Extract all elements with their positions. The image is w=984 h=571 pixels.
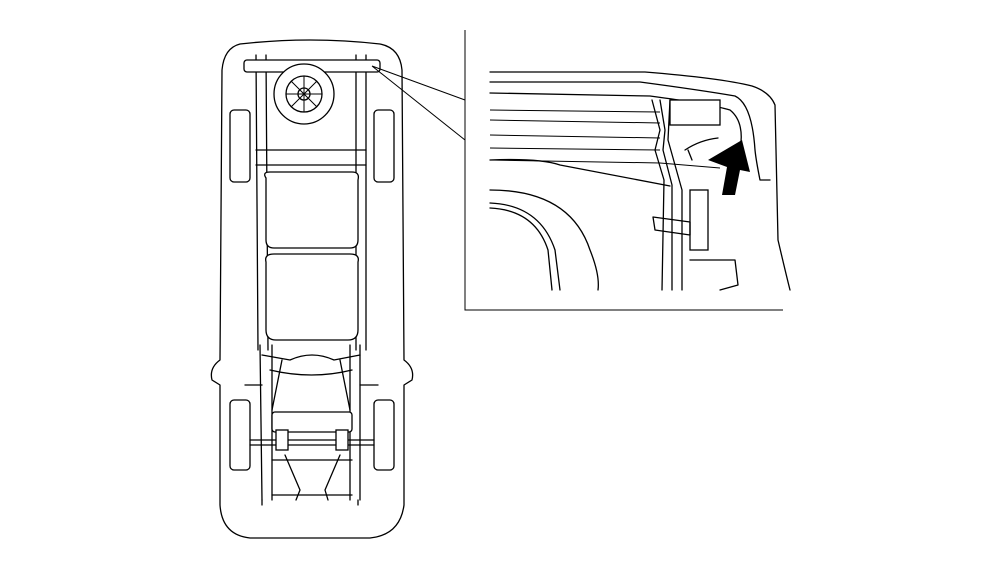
tire-rear-left xyxy=(229,399,251,471)
arrow-icon xyxy=(708,140,750,195)
spare-tire xyxy=(273,63,335,125)
detail-inset xyxy=(464,30,791,311)
tire-front-right xyxy=(373,109,395,183)
vehicle-underbody xyxy=(210,39,414,539)
tire-front-left xyxy=(229,109,251,183)
callout-leader xyxy=(371,65,466,141)
inset-border xyxy=(464,30,783,311)
tire-rear-right xyxy=(373,399,395,471)
